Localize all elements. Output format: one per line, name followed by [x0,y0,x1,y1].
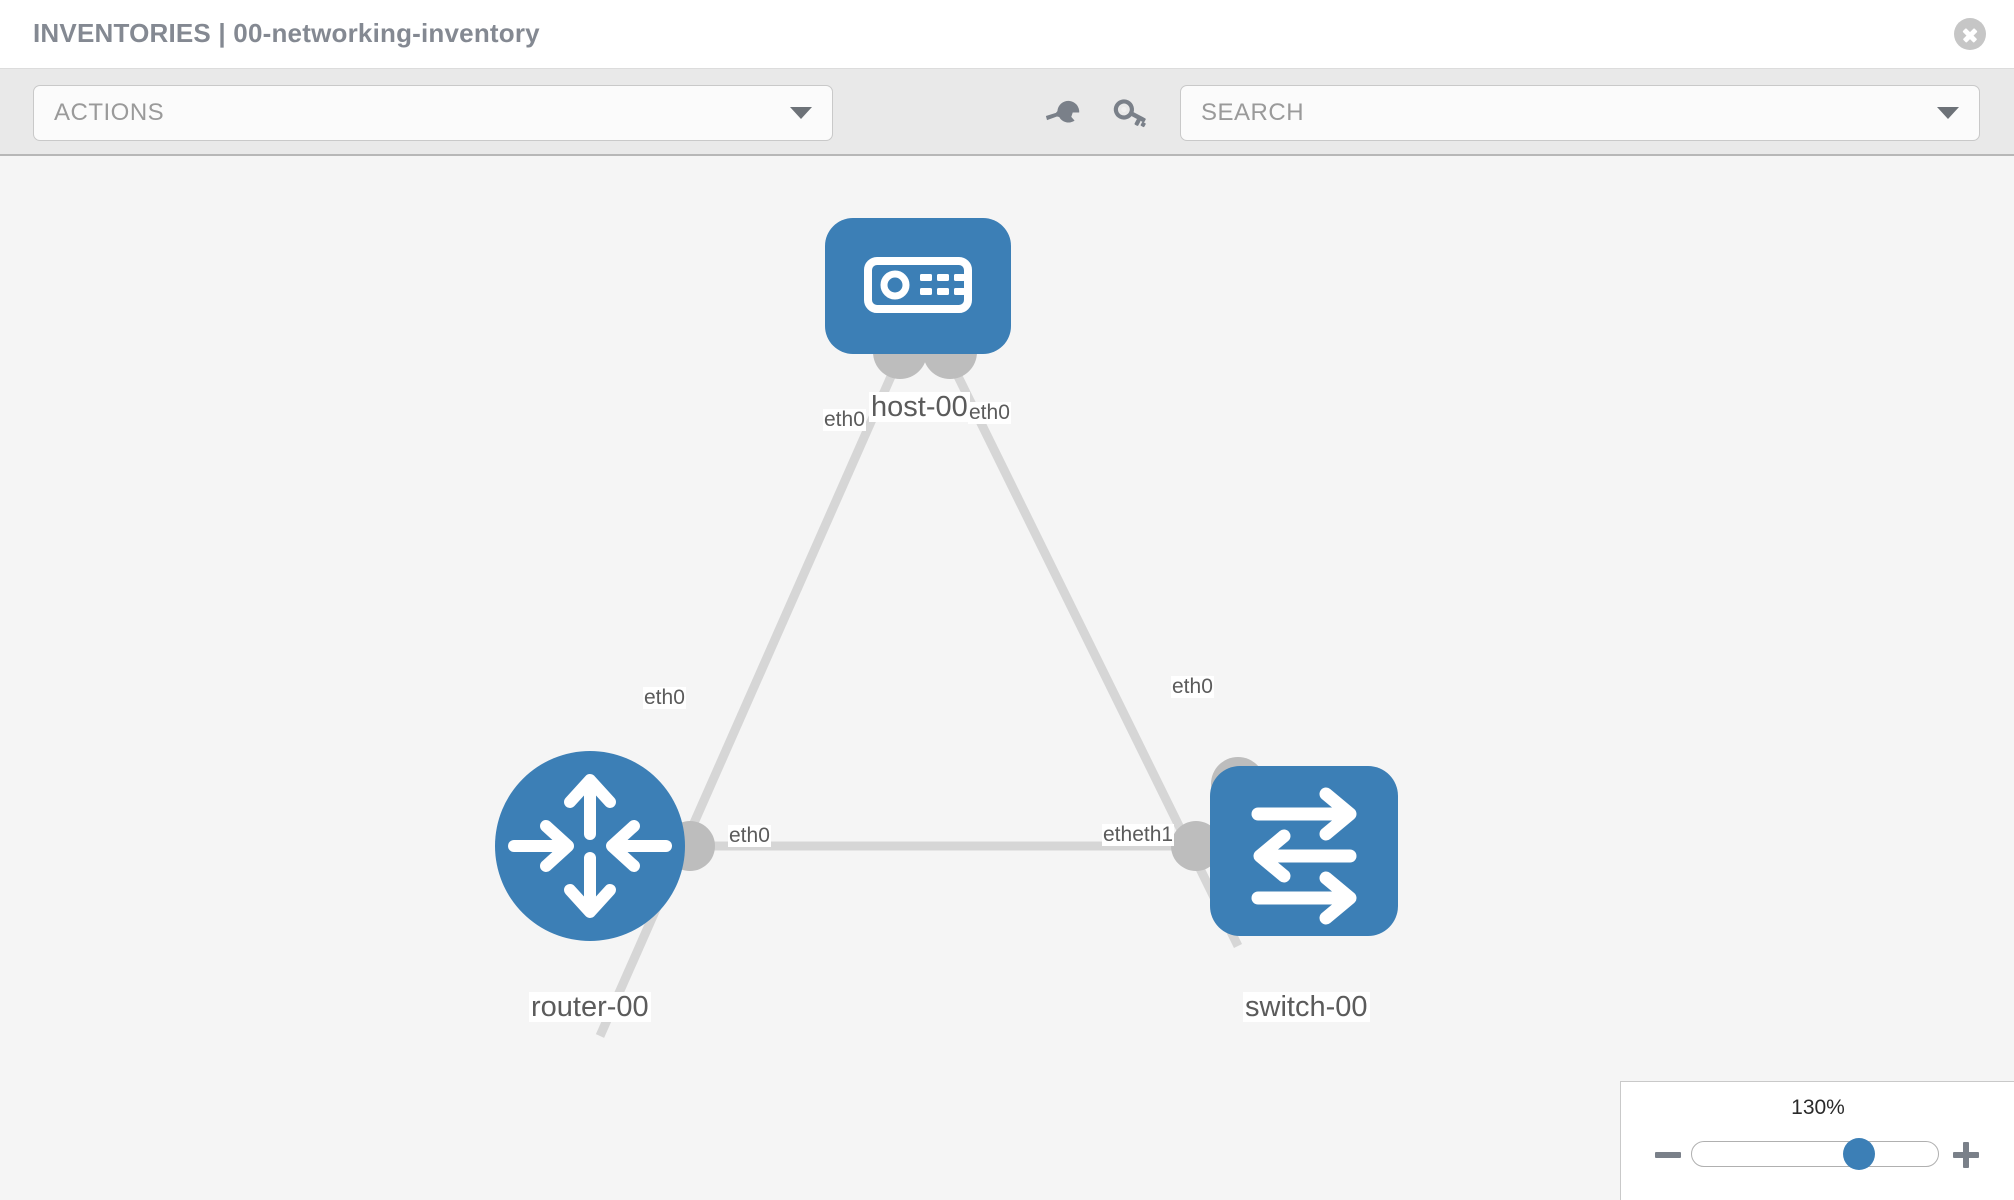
topology-canvas[interactable]: eth0 host-00 eth0 eth0 eth0 eth0 etheth1… [0,156,2014,1200]
topology-graph [495,218,1398,1038]
search-placeholder: SEARCH [1201,99,1305,126]
chevron-down-icon [1937,107,1959,119]
wrench-icon[interactable] [1043,97,1083,133]
zoom-out-button[interactable] [1655,1142,1681,1168]
topology-toolbar: ACTIONS [0,68,2014,156]
topology-edges [595,354,1243,1038]
switch-icon [1251,787,1357,925]
close-icon[interactable] [1954,18,1986,50]
node-label-host-00: host-00 [869,391,970,423]
node-host-00 [825,218,1011,354]
node-router-00 [495,751,685,941]
zoom-control-panel: 130% [1620,1081,2014,1200]
zoom-level-value: 130% [1791,1096,1845,1119]
iface-label-router-up: eth0 [643,686,686,710]
zoom-slider-thumb[interactable] [1843,1138,1875,1170]
iface-label-switch-up: eth0 [1171,675,1214,699]
page-title: INVENTORIES | 00-networking-inventory [33,18,540,48]
edge-host-router [595,354,905,1038]
node-label-router-00: router-00 [529,991,651,1023]
page-header: INVENTORIES | 00-networking-inventory [0,0,2014,68]
host-icon [864,257,972,313]
chevron-down-icon [790,107,812,119]
actions-dropdown[interactable]: ACTIONS [33,85,833,141]
node-switch-00 [1210,766,1398,936]
iface-label-host-left: eth0 [823,408,866,432]
router-icon [508,774,672,918]
iface-label-router-right: eth0 [728,824,771,848]
search-input[interactable]: SEARCH [1180,85,1980,141]
node-label-switch-00: switch-00 [1243,991,1370,1023]
port-switch-left [1171,821,1221,871]
key-icon[interactable] [1110,97,1150,133]
iface-label-host-right: eth0 [968,401,1011,425]
actions-dropdown-label: ACTIONS [54,99,165,126]
zoom-slider-track[interactable] [1691,1141,1939,1167]
iface-label-switch-left: etheth1 [1102,823,1175,847]
zoom-in-button[interactable] [1953,1142,1979,1168]
